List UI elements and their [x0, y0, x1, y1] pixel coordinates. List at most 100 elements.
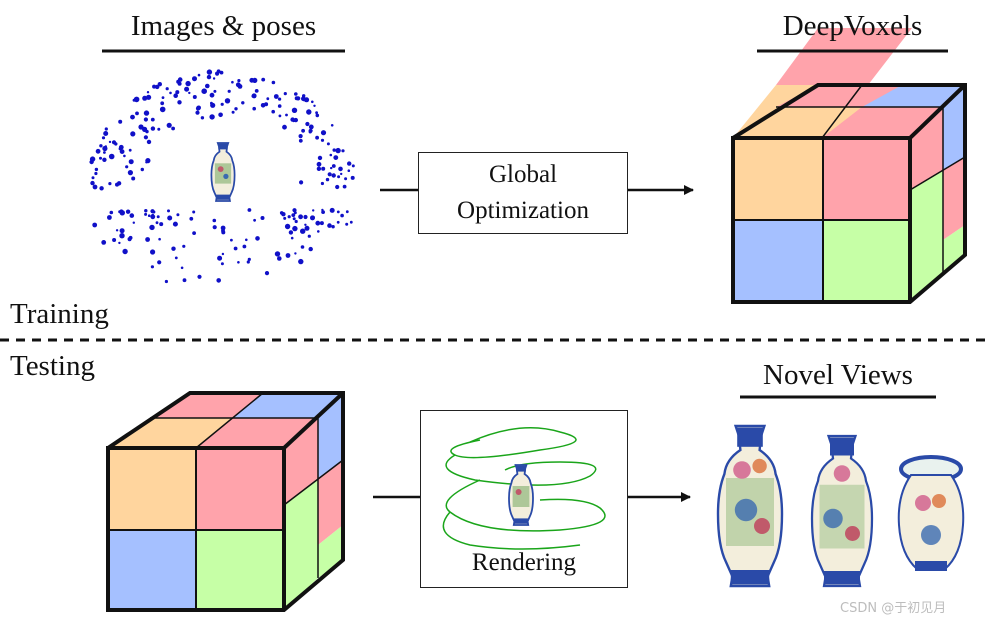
camera-point [344, 177, 348, 181]
camera-point [128, 148, 132, 152]
camera-point [164, 279, 168, 284]
camera-point [195, 110, 200, 115]
camera-point [342, 184, 347, 189]
camera-point [118, 241, 121, 245]
camera-point [340, 172, 343, 176]
camera-point [182, 244, 186, 248]
camera-point [142, 95, 148, 101]
camera-point [177, 100, 182, 105]
images-poses-title: Images & poses [130, 10, 317, 42]
camera-point [271, 80, 276, 85]
camera-point [92, 184, 98, 190]
camera-point [108, 182, 112, 186]
camera-point [209, 92, 215, 98]
camera-point [107, 215, 112, 220]
camera-point [212, 218, 217, 223]
camera-point [150, 214, 156, 220]
camera-point [119, 228, 125, 234]
camera-point [159, 222, 164, 227]
camera-point [305, 121, 310, 127]
camera-point [230, 238, 233, 242]
camera-point [99, 186, 104, 191]
camera-point [159, 106, 166, 113]
camera-point [195, 106, 201, 111]
camera-point [129, 213, 135, 218]
camera-point [294, 252, 297, 255]
camera-point [192, 76, 197, 82]
camera-point [130, 131, 136, 137]
camera-point [231, 110, 235, 114]
camera-point [294, 92, 298, 96]
camera-point [335, 184, 340, 190]
camera-point [104, 127, 108, 131]
camera-point [220, 262, 224, 266]
camera-point [147, 214, 151, 217]
camera-point [221, 252, 225, 256]
camera-point [292, 225, 298, 232]
camera-point [90, 180, 95, 186]
camera-point [273, 94, 279, 99]
camera-point [146, 94, 152, 100]
rendering-box: Rendering [420, 410, 628, 588]
camera-point [246, 260, 250, 264]
camera-point [251, 93, 257, 99]
camera-point [345, 210, 349, 214]
camera-point [122, 248, 128, 255]
camera-point [127, 237, 132, 242]
camera-point [321, 166, 326, 171]
camera-point [99, 156, 102, 160]
camera-point [149, 224, 155, 231]
camera-point [166, 122, 172, 128]
camera-point [315, 113, 320, 118]
camera-point [298, 138, 303, 143]
camera-point [213, 89, 217, 93]
camera-point [150, 265, 154, 269]
camera-point [127, 170, 133, 176]
camera-point [294, 96, 299, 101]
camera-point [282, 124, 287, 130]
camera-point-cloud [89, 69, 355, 284]
camera-point [247, 208, 252, 212]
camera-point [219, 70, 224, 75]
camera-point [237, 84, 243, 89]
camera-point [285, 253, 291, 258]
camera-point [145, 161, 148, 164]
camera-point [304, 225, 310, 231]
global-optimization-box: Global Optimization [418, 152, 628, 234]
camera-point [266, 97, 270, 101]
camera-point [317, 155, 323, 161]
camera-point [92, 222, 98, 228]
camera-point [171, 246, 176, 251]
camera-point [103, 151, 106, 154]
camera-point [144, 212, 148, 216]
camera-point [102, 157, 107, 162]
camera-point [291, 213, 296, 218]
camera-point [215, 71, 220, 76]
camera-point [94, 171, 98, 176]
camera-point [94, 167, 99, 172]
camera-point [311, 100, 314, 104]
camera-point [315, 220, 321, 226]
camera-point [278, 97, 282, 101]
camera-point [233, 246, 238, 251]
camera-point [133, 96, 140, 103]
camera-point [101, 240, 107, 245]
camera-point [206, 74, 212, 80]
camera-point [227, 89, 231, 93]
camera-point [155, 221, 159, 225]
camera-point [212, 77, 216, 80]
camera-point [197, 73, 201, 77]
camera-point [302, 97, 307, 102]
camera-point [108, 153, 115, 160]
camera-point [119, 149, 125, 155]
camera-point [206, 69, 213, 75]
camera-point [247, 257, 251, 261]
camera-point [237, 79, 241, 83]
camera-point [142, 126, 148, 132]
camera-point [290, 236, 294, 240]
camera-point [210, 101, 213, 105]
voxel-cube-icon [731, 28, 967, 304]
camera-point [89, 156, 96, 162]
camera-point [192, 210, 196, 214]
camera-point [255, 236, 260, 241]
